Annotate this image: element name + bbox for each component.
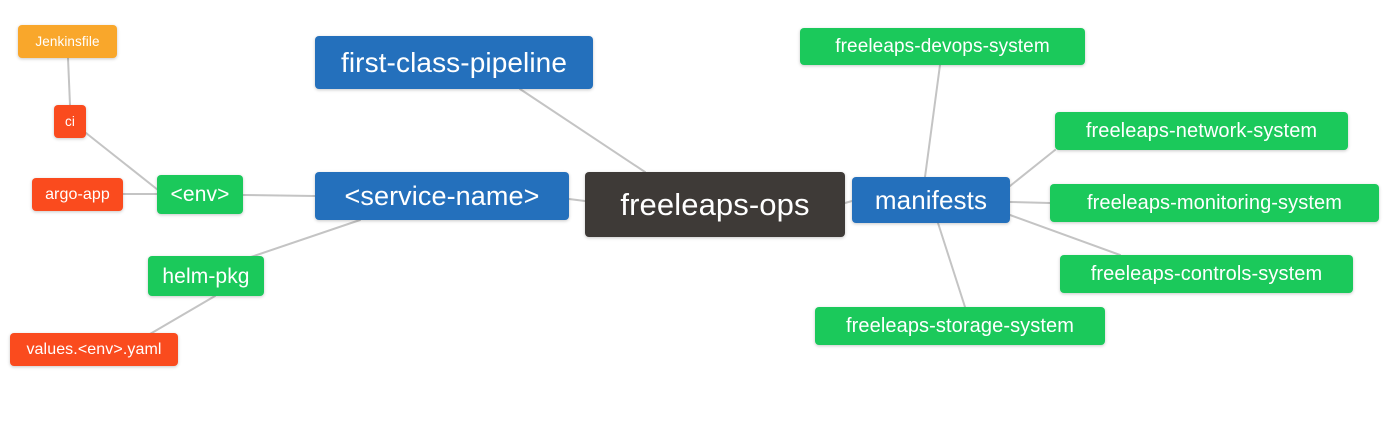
edge-manifests-devops-system [924, 64, 941, 178]
node-freeleaps-controls-system-label: freeleaps-controls-system [1090, 263, 1323, 285]
node-freeleaps-monitoring-system[interactable]: freeleaps-monitoring-system [1050, 184, 1379, 222]
node-freeleaps-network-system[interactable]: freeleaps-network-system [1055, 112, 1348, 150]
node-freeleaps-storage-system[interactable]: freeleaps-storage-system [815, 307, 1105, 345]
node-freeleaps-monitoring-system-label: freeleaps-monitoring-system [1086, 192, 1342, 214]
edge-manifests-storage-system [937, 222, 966, 308]
node-helm-pkg-label: helm-pkg [162, 264, 250, 288]
node-jenkinsfile-label: Jenkinsfile [35, 33, 100, 49]
node-freeleaps-ops[interactable]: freeleaps-ops [585, 172, 845, 237]
node-env-label: <env> [170, 183, 230, 206]
node-env[interactable]: <env> [157, 175, 243, 214]
edge-freeleaps-ops-manifests [844, 200, 853, 204]
node-service-name[interactable]: <service-name> [315, 172, 569, 220]
node-jenkinsfile[interactable]: Jenkinsfile [18, 25, 117, 58]
node-first-class-pipeline[interactable]: first-class-pipeline [315, 36, 593, 89]
node-values-yaml-label: values.<env>.yaml [26, 340, 162, 358]
node-freeleaps-storage-system-label: freeleaps-storage-system [845, 315, 1075, 337]
edge-env-service-name [242, 194, 316, 197]
node-values-yaml[interactable]: values.<env>.yaml [10, 333, 178, 366]
node-freeleaps-devops-system-label: freeleaps-devops-system [835, 36, 1050, 57]
node-ci-label: ci [65, 113, 75, 129]
node-freeleaps-devops-system[interactable]: freeleaps-devops-system [800, 28, 1085, 65]
node-manifests-label: manifests [874, 185, 988, 215]
edge-helm-pkg-service-name [247, 219, 361, 259]
edge-values-yaml-helm-pkg [149, 295, 216, 335]
edge-first-class-freeleaps-ops [519, 88, 646, 173]
node-service-name-label: <service-name> [344, 180, 540, 211]
node-argo-app[interactable]: argo-app [32, 178, 123, 211]
node-ci[interactable]: ci [54, 105, 86, 138]
node-freeleaps-network-system-label: freeleaps-network-system [1085, 120, 1318, 142]
node-helm-pkg[interactable]: helm-pkg [148, 256, 264, 296]
node-argo-app-label: argo-app [45, 185, 110, 203]
node-first-class-pipeline-label: first-class-pipeline [340, 46, 568, 78]
edge-jenkinsfile-ci [67, 57, 71, 106]
node-freeleaps-controls-system[interactable]: freeleaps-controls-system [1060, 255, 1353, 293]
edge-manifests-network-system [1009, 149, 1056, 187]
edge-service-name-freeleaps-ops [568, 198, 586, 202]
node-freeleaps-ops-label: freeleaps-ops [620, 187, 810, 222]
edge-manifests-monitoring-system [1009, 201, 1051, 204]
node-manifests[interactable]: manifests [852, 177, 1010, 223]
